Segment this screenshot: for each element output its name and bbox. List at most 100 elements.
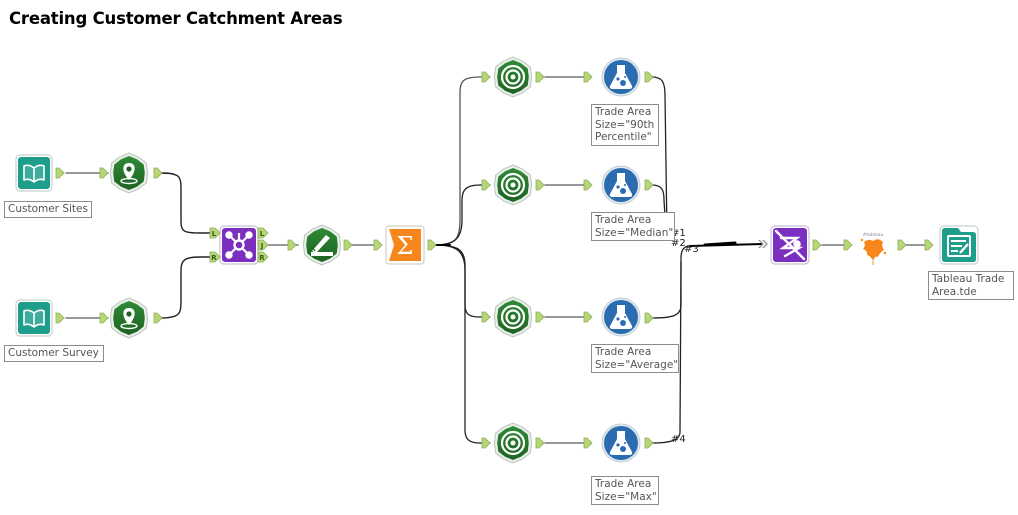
annotation-formula-1: Trade Area Size="90th Percentile": [591, 104, 659, 146]
union-input-label-3: #3: [684, 244, 699, 255]
connection-anchor[interactable]: [99, 312, 109, 324]
svg-text:L: L: [260, 230, 265, 238]
anchors: [55, 71, 934, 449]
union-input-label-4: #4: [671, 434, 686, 445]
join-anchor-l[interactable]: L: [257, 227, 269, 239]
annotation-formula-3: Trade Area Size="Average": [591, 344, 679, 373]
wire-formula-2-to-union: [651, 184, 667, 233]
tableau-splash-icon: [863, 239, 884, 261]
connection-anchor[interactable]: [535, 71, 545, 83]
connection-anchor[interactable]: [343, 239, 353, 251]
connection-anchor[interactable]: [153, 167, 163, 179]
tool-formula-2[interactable]: [601, 165, 641, 205]
tool-formula-1[interactable]: [601, 57, 641, 97]
tool-distance[interactable]: [302, 224, 342, 266]
page-title: Creating Customer Catchment Areas: [9, 9, 343, 28]
annotation-output: Tableau Trade Area.tde: [928, 271, 1014, 300]
target-icon: [500, 304, 526, 330]
ruler-icon: [311, 235, 333, 256]
map-pin-icon: [120, 308, 138, 330]
flask-icon: [609, 305, 633, 329]
target-icon: [500, 64, 526, 90]
connection-anchor[interactable]: [535, 311, 545, 323]
flask-icon: [609, 173, 633, 197]
svg-text:L: L: [212, 230, 217, 238]
network-icon: [225, 231, 253, 259]
tool-output-tableau[interactable]: [939, 225, 979, 265]
svg-text:J: J: [260, 242, 264, 250]
connection-anchor[interactable]: [481, 311, 491, 323]
book-icon: [23, 309, 45, 328]
connection-anchor[interactable]: [287, 239, 297, 251]
connection-anchor[interactable]: [427, 239, 437, 251]
wire-spatial-sites-to-join: [159, 172, 211, 234]
wire-formula-3-to-union: [651, 245, 691, 319]
union-input-label-2: #2: [671, 238, 686, 249]
annotation-formula-4: Trade Area Size="Max": [591, 476, 659, 505]
tool-create-points-survey[interactable]: [109, 297, 149, 339]
connection-anchor[interactable]: [535, 179, 545, 191]
tool-trade-area-4[interactable]: [493, 422, 533, 464]
tool-create-points-sites[interactable]: [109, 152, 149, 194]
union-input-arrow-icon: [758, 240, 768, 248]
flask-icon: [609, 431, 633, 455]
connection-anchor[interactable]: [583, 179, 593, 191]
svg-text:R: R: [259, 254, 265, 262]
connection-anchor[interactable]: [583, 71, 593, 83]
connection-anchor[interactable]: [583, 437, 593, 449]
join-anchor-r[interactable]: R: [209, 251, 221, 263]
join-anchor-r[interactable]: R: [257, 251, 269, 263]
connection-anchor[interactable]: [373, 239, 383, 251]
target-icon: [500, 430, 526, 456]
annotation-customer-survey: Customer Survey: [4, 345, 104, 362]
wire-formula-4-to-union: [651, 261, 682, 444]
union-icon: [774, 229, 806, 261]
tool-formula-4[interactable]: [601, 423, 641, 463]
map-pin-icon: [120, 163, 138, 185]
tool-trade-area-2[interactable]: [493, 164, 533, 206]
connection-anchor[interactable]: [644, 312, 654, 324]
connection-anchor[interactable]: [812, 239, 822, 251]
join-anchor-j[interactable]: J: [257, 239, 269, 251]
tool-input-customer-survey[interactable]: [15, 299, 53, 337]
connection-anchor[interactable]: [481, 179, 491, 191]
connection-anchor[interactable]: [644, 437, 654, 449]
connection-anchor[interactable]: [644, 71, 654, 83]
tool-input-customer-sites[interactable]: [15, 154, 53, 192]
tool-tableau-shapes[interactable]: #tableau: [860, 232, 887, 265]
target-icon: [500, 172, 526, 198]
sigma-icon: Σ: [397, 232, 414, 260]
annotation-customer-sites: Customer Sites: [4, 201, 92, 218]
annotation-formula-2: Trade Area Size="Median": [591, 212, 675, 241]
tool-union[interactable]: [770, 225, 810, 265]
union-input-label-1: #1: [671, 228, 686, 239]
tool-formula-3[interactable]: [601, 297, 641, 337]
connection-anchor[interactable]: [55, 312, 65, 324]
join-anchor-l[interactable]: L: [209, 227, 221, 239]
document-icon: [947, 235, 971, 257]
flask-icon: [609, 65, 633, 89]
tool-summarize[interactable]: Σ: [385, 225, 425, 265]
wire-formula-1-to-union: [651, 76, 668, 236]
connection-anchor[interactable]: [153, 312, 163, 324]
connection-anchor[interactable]: [924, 239, 934, 251]
connection-anchor[interactable]: [583, 311, 593, 323]
tool-trade-area-3[interactable]: [493, 296, 533, 338]
wire-spatial-survey-to-join: [159, 256, 211, 319]
connection-anchor[interactable]: [535, 437, 545, 449]
tool-spatial-match[interactable]: [219, 225, 259, 265]
connection-anchor[interactable]: [481, 71, 491, 83]
wire-summarize-to-tradearea-4: [434, 244, 491, 444]
connection-anchor[interactable]: [843, 239, 853, 251]
connection-anchor[interactable]: [481, 437, 491, 449]
connection-anchor[interactable]: [897, 239, 907, 251]
connection-anchor[interactable]: [99, 167, 109, 179]
connection-anchor[interactable]: [644, 179, 654, 191]
connections: [65, 76, 931, 444]
connection-anchor[interactable]: [55, 167, 65, 179]
wire-summarize-to-tradearea-2: [434, 184, 491, 246]
tableau-brand-label: #tableau: [863, 232, 884, 238]
tool-trade-area-1[interactable]: [493, 56, 533, 98]
